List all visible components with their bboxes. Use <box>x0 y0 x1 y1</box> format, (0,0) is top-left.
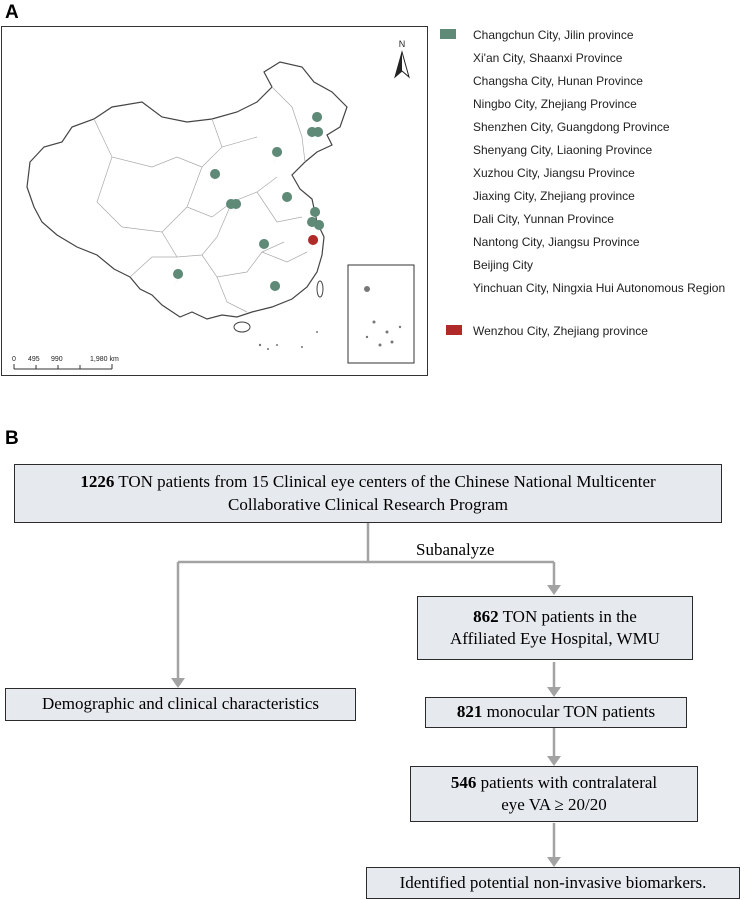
legend-item: Nantong City, Jiangsu Province <box>473 235 640 249</box>
marker-changchun <box>312 112 323 130</box>
legend-item: Jiaxing City, Zhejiang province <box>473 189 635 203</box>
legend-item: Yinchuan City, Ningxia Hui Autonomous Re… <box>473 281 726 295</box>
center-markers <box>173 112 325 299</box>
arrowhead-to-862 <box>547 585 561 595</box>
hainan-island <box>233 321 251 333</box>
box2-count: 862 <box>473 606 499 626</box>
box4-text: monocular TON patients <box>482 702 656 722</box>
box2-line2: Affiliated Eye Hospital, WMU <box>450 629 660 648</box>
marker-shenyang-b <box>313 127 324 145</box>
marker-beijing <box>272 147 283 165</box>
marker-yinchuan <box>210 169 221 187</box>
box-demographic: Demographic and clinical characteristics <box>5 688 356 721</box>
legend-swatch-centers <box>440 29 456 39</box>
north-label: N <box>399 39 406 49</box>
south-china-sea-inset <box>347 264 415 364</box>
legend-item: Changchun City, Jilin province <box>473 28 634 42</box>
north-arrow <box>394 50 410 79</box>
legend-item-wenzhou: Wenzhou City, Zhejiang province <box>473 324 648 338</box>
subanalyze-label: Subanalyze <box>416 540 495 559</box>
box5-count: 546 <box>450 772 477 792</box>
marker-changsha <box>259 239 270 257</box>
legend-item: Beijing City <box>473 258 534 272</box>
scale-tick-495: 495 <box>28 356 40 363</box>
panel-a-label: A <box>5 2 19 23</box>
box4-count: 821 <box>456 702 483 722</box>
box-biomarkers: Identified potential non-invasive biomar… <box>366 867 740 899</box>
box1-line2: Collaborative Clinical Research Program <box>228 494 508 514</box>
marker-dali <box>173 269 184 287</box>
legend-item: Dali City, Yunnan Province <box>473 212 614 226</box>
legend-item: Ningbo City, Zhejiang Province <box>473 97 637 111</box>
panel-b-label: B <box>5 428 19 449</box>
arrowhead-to-546 <box>547 756 561 766</box>
marker-shenzhen <box>270 281 281 299</box>
marker-wenzhou <box>308 235 319 253</box>
marker-jiaxing <box>307 217 318 235</box>
box-contralateral: 546 patients with contralateral eye VA ≥… <box>410 766 698 822</box>
marker-ningbo <box>314 220 325 238</box>
legend-item: Xuzhou City, Jiangsu Province <box>473 166 635 180</box>
marker-nantong <box>310 207 321 225</box>
scale-bar <box>13 364 113 370</box>
inset-islands <box>364 286 402 347</box>
scale-tick-0: 0 <box>12 356 16 363</box>
china-map: N 0 495 990 1,980 km <box>12 39 415 370</box>
marker-xuzhou <box>282 192 293 210</box>
box6-text: Identified potential non-invasive biomar… <box>399 872 707 892</box>
province-borders <box>93 86 308 313</box>
arrowhead-to-biomarkers <box>547 857 561 867</box>
scale-tick-990: 990 <box>51 356 63 363</box>
box-wmu-patients: 862 TON patients in the Affiliated Eye H… <box>417 596 693 660</box>
scattered-islands <box>258 331 318 350</box>
box-monocular: 821 monocular TON patients <box>425 697 687 728</box>
box2-line1: TON patients in the <box>498 606 637 626</box>
map-frame: N 0 495 990 1,980 km <box>1 26 428 376</box>
box5-line1: patients with contralateral <box>476 772 658 792</box>
legend-item: Xi'an City, Shaanxi Province <box>473 51 623 65</box>
scale-tick-1980: 1,980 km <box>90 356 119 363</box>
box1-count: 1226 <box>80 472 115 492</box>
country-outline <box>26 61 348 320</box>
box-total-patients: 1226 TON patients from 15 Clinical eye c… <box>14 464 722 523</box>
box5-line2: eye VA ≥ 20/20 <box>501 795 607 814</box>
marker-xian-b <box>231 199 242 217</box>
taiwan-island <box>316 280 324 298</box>
box3-text: Demographic and clinical characteristics <box>41 694 320 714</box>
box1-line1: TON patients from 15 Clinical eye center… <box>114 472 656 492</box>
legend-swatch-wenzhou <box>446 325 462 335</box>
arrowhead-to-821 <box>547 687 561 697</box>
legend-item: Changsha City, Hunan Province <box>473 74 643 88</box>
legend-item: Shenyang City, Liaoning Province <box>473 143 653 157</box>
arrowhead-to-demographic <box>171 678 185 688</box>
legend-item: Shenzhen City, Guangdong Province <box>473 120 670 134</box>
